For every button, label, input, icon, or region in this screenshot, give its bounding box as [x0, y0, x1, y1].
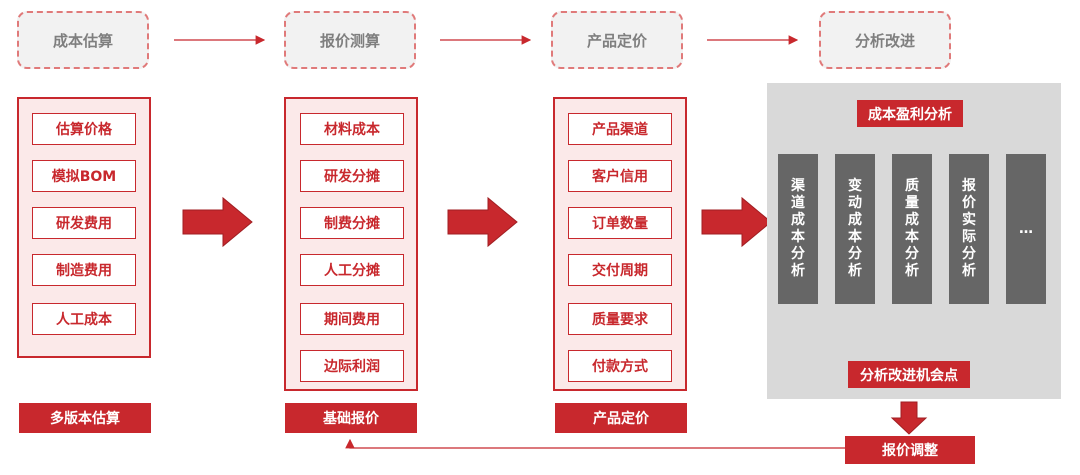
flow-arrow-1	[182, 196, 253, 248]
list-item: 人工分摊	[300, 254, 404, 286]
stage-box-cost-estimate: 成本估算	[17, 11, 149, 69]
list-item: 模拟BOM	[32, 160, 136, 192]
analysis-top-label: 成本盈利分析	[857, 100, 963, 127]
stage-box-analysis: 分析改进	[819, 11, 951, 69]
list-item: 产品渠道	[568, 113, 672, 145]
flow-arrow-3	[701, 196, 772, 248]
column-panel-pricing	[553, 97, 687, 391]
list-item: 制费分摊	[300, 207, 404, 239]
column-label: 产品定价	[555, 403, 687, 433]
column-label: 基础报价	[285, 403, 417, 433]
stage-label: 产品定价	[586, 31, 647, 50]
list-item: 研发分摊	[300, 160, 404, 192]
stage-box-quote-calc: 报价测算	[284, 11, 416, 69]
feedback-arrow	[345, 438, 845, 449]
analysis-bottom-label: 报价调整	[845, 436, 975, 464]
list-item: 估算价格	[32, 113, 136, 145]
flow-arrow-2	[447, 196, 518, 248]
analysis-bar: …	[1006, 154, 1046, 304]
list-item: 质量要求	[568, 303, 672, 335]
stage-label: 报价测算	[319, 31, 380, 50]
column-label: 多版本估算	[19, 403, 151, 433]
analysis-bar-text: 变动成本分析	[848, 178, 862, 279]
list-item: 人工成本	[32, 303, 136, 335]
list-item: 研发费用	[32, 207, 136, 239]
stage-label: 成本估算	[52, 31, 113, 50]
list-item: 客户信用	[568, 160, 672, 192]
analysis-bar-text: 渠道成本分析	[791, 178, 805, 279]
analysis-bar: 渠道成本分析	[778, 154, 818, 304]
analysis-bar-text: 质量成本分析	[905, 178, 919, 279]
down-arrow-2	[890, 401, 928, 435]
analysis-bar: 变动成本分析	[835, 154, 875, 304]
list-item: 边际利润	[300, 350, 404, 382]
list-item: 交付周期	[568, 254, 672, 286]
list-item: 材料成本	[300, 113, 404, 145]
list-item: 付款方式	[568, 350, 672, 382]
analysis-bar: 质量成本分析	[892, 154, 932, 304]
analysis-middle-label: 分析改进机会点	[848, 361, 970, 388]
list-item: 制造费用	[32, 254, 136, 286]
list-item: 期间费用	[300, 303, 404, 335]
list-item: 订单数量	[568, 207, 672, 239]
column-panel-quote	[284, 97, 418, 391]
analysis-bar: 报价实际分析	[949, 154, 989, 304]
stage-box-pricing: 产品定价	[551, 11, 683, 69]
stage-label: 分析改进	[854, 31, 915, 50]
analysis-bar-text: …	[1019, 220, 1033, 237]
analysis-bar-text: 报价实际分析	[962, 178, 976, 279]
